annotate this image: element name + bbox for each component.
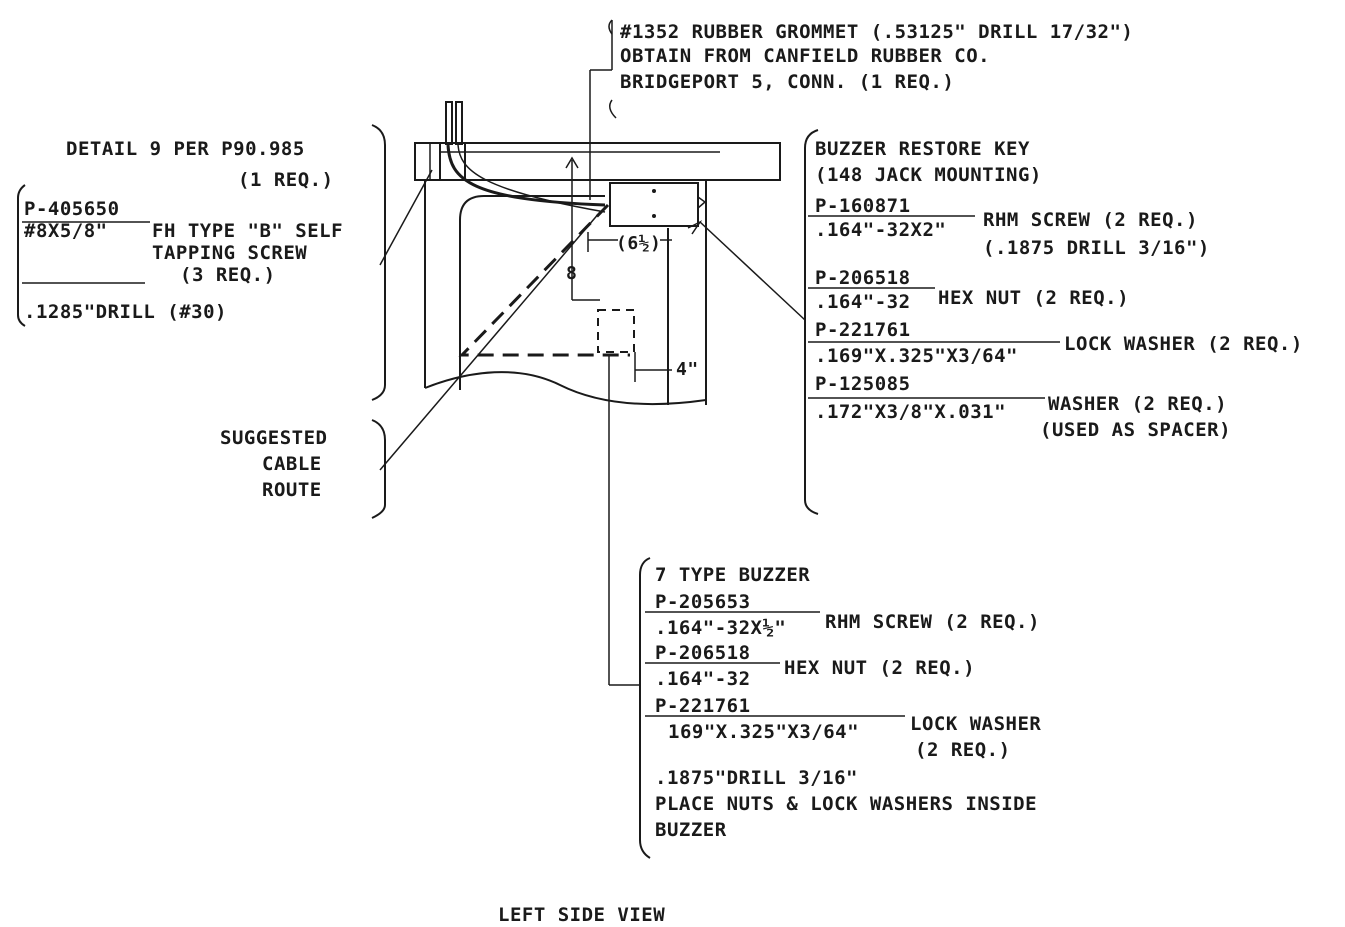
self-tapping-size: #8X5/8" [24,220,108,242]
cable-line1: SUGGESTED [220,427,328,449]
restore-item-desc: RHM SCREW (2 REQ.) [983,209,1198,231]
brace [639,557,651,859]
view-title: LEFT SIDE VIEW [498,904,666,926]
buzzer-title: 7 TYPE BUZZER [655,564,811,586]
buzzer-item-size: .164"-32 [655,668,751,690]
restore-item-desc: LOCK WASHER (2 REQ.) [1064,333,1303,355]
restore-item-part: P-206518 [815,267,911,289]
cable-line2: CABLE [262,453,322,475]
restore-item-desc2: (.1875 DRILL 3/16") [983,237,1210,259]
buzzer-note2: BUZZER [655,819,727,841]
dim-six-half: (6½) [616,233,662,254]
grommet-post [455,101,463,145]
buzzer-item-desc: RHM SCREW (2 REQ.) [825,611,1040,633]
buzzer-item-part: P-206518 [655,642,751,664]
cable [446,144,606,207]
restore-key-title1: BUZZER RESTORE KEY [815,138,1030,160]
buzzer-item-part: P-205653 [655,591,751,613]
self-tapping-desc2: TAPPING SCREW [152,242,308,264]
restore-item-desc: HEX NUT (2 REQ.) [938,287,1130,309]
self-tapping-desc3: (3 REQ.) [180,264,276,286]
buzzer-item-size: .164"-32X½" [655,617,787,639]
buzzer-item-desc: HEX NUT (2 REQ.) [784,657,976,679]
buzzer-item-desc: LOCK WASHER [910,713,1042,735]
mounting-bar [439,142,781,181]
buzzer-drill: .1875"DRILL 3/16" [655,767,858,789]
restore-item-part: P-125085 [815,373,911,395]
cable [457,144,606,213]
restore-item-part: P-160871 [815,195,911,217]
grommet-line2: OBTAIN FROM CANFIELD RUBBER CO. [620,45,991,67]
grommet-line1: #1352 RUBBER GROMMET (.53125" DRILL 17/3… [620,21,1134,43]
buzzer-box [597,309,635,353]
brace [371,124,386,401]
break-line [424,371,707,406]
buzzer-item-part: P-221761 [655,695,751,717]
restore-key-title2: (148 JACK MOUNTING) [815,164,1042,186]
detail-line1: DETAIL 9 PER P90.985 [66,138,305,160]
buzzer-item-size: 169"X.325"X3/64" [668,721,860,743]
cable-line3: ROUTE [262,479,322,501]
restore-item-size: .164"-32 [815,291,911,313]
restore-item-size: .172"X3/8"X.031" [815,401,1007,423]
restore-item-size: .169"X.325"X3/64" [815,345,1018,367]
brace [804,129,819,515]
brace [371,419,386,519]
restore-key-box [609,182,699,227]
grommet-post [445,101,453,145]
inner-panel [459,195,605,390]
self-tapping-part: P-405650 [24,198,120,220]
detail-bracket [414,142,466,181]
detail-line2: (1 REQ.) [238,169,334,191]
dim-four: 4" [676,359,699,380]
restore-item-desc2: (USED AS SPACER) [1040,419,1232,441]
dashed-route [458,203,630,357]
grommet-line3: BRIDGEPORT 5, CONN. (1 REQ.) [620,71,955,93]
restore-item-part: P-221761 [815,319,911,341]
dim-eight: 8 [566,263,578,284]
self-tapping-drill: .1285"DRILL (#30) [24,301,227,323]
self-tapping-desc1: FH TYPE "B" SELF [152,220,344,242]
buzzer-note1: PLACE NUTS & LOCK WASHERS INSIDE [655,793,1038,815]
restore-item-desc: WASHER (2 REQ.) [1048,393,1228,415]
buzzer-item-desc2: (2 REQ.) [915,739,1011,761]
restore-item-size: .164"-32X2" [815,219,947,241]
